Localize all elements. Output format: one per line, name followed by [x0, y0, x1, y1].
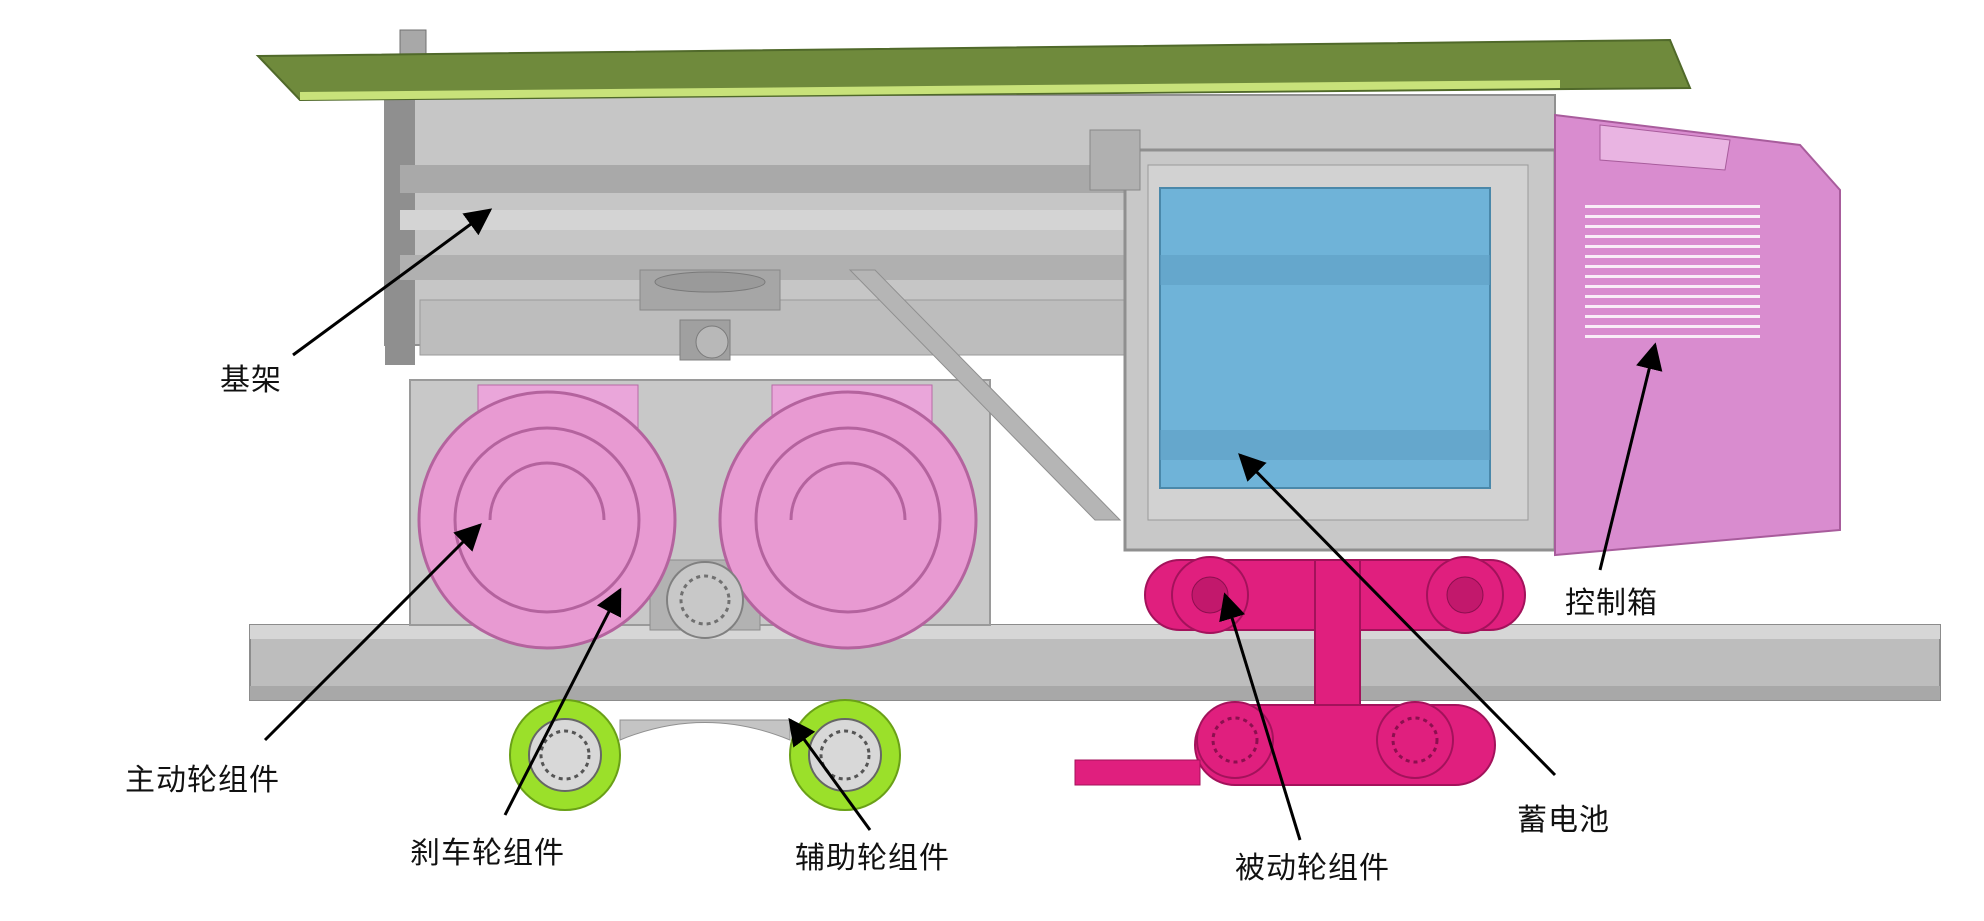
top-plate — [255, 38, 1692, 102]
label-brake-wheel: 刹车轮组件 — [410, 836, 565, 871]
arrow-drive-wheel — [263, 523, 482, 742]
arrow-brake-wheel — [503, 587, 622, 816]
aux-wheel — [509, 699, 901, 811]
control-box — [1554, 113, 1841, 557]
label-passive-wheel: 被动轮组件 — [1235, 851, 1390, 886]
arrow-passive-wheel — [1219, 592, 1302, 841]
leader-arrows — [263, 208, 1663, 841]
arrow-base-frame — [292, 208, 493, 357]
label-drive-wheel: 主动轮组件 — [125, 763, 280, 798]
rail — [249, 624, 1941, 701]
label-battery: 蓄电池 — [1517, 803, 1610, 838]
passive-wheel — [1074, 556, 1526, 786]
drive-wheel — [417, 384, 677, 650]
brake-wheel — [718, 384, 978, 650]
vent-grille — [1585, 205, 1760, 338]
arrow-aux-wheel — [788, 717, 872, 831]
arrow-battery — [1238, 453, 1557, 777]
battery-housing — [1089, 129, 1557, 552]
label-aux-wheel: 辅助轮组件 — [795, 841, 950, 876]
gear — [666, 561, 744, 639]
label-control-box: 控制箱 — [1565, 586, 1658, 621]
label-base-frame: 基架 — [220, 363, 282, 398]
arrow-control-box — [1598, 342, 1663, 571]
